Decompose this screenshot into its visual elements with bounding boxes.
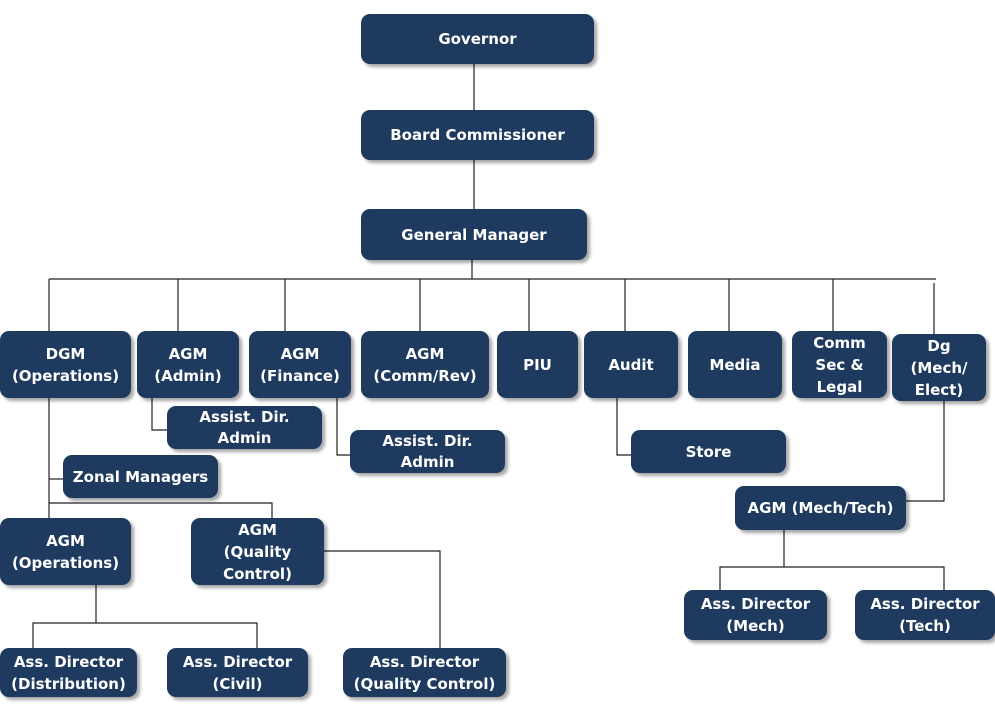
node-dg-mech-elect: Dg (Mech/ Elect) (892, 334, 986, 401)
node-label: Ass. Director (Distribution) (11, 652, 126, 693)
node-label: Ass. Director (Civil) (182, 652, 293, 693)
node-label: AGM (Comm/Rev) (373, 344, 477, 385)
node-label: AGM (Operations) (11, 531, 120, 572)
node-label: AGM (Mech/Tech) (747, 499, 894, 517)
node-general-manager: General Manager (361, 209, 587, 260)
node-label: Dg (Mech/ Elect) (910, 336, 968, 399)
node-agm-finance: AGM (Finance) (249, 331, 351, 398)
node-label: Board Commissioner (390, 126, 565, 144)
node-zonal-managers: Zonal Managers (63, 455, 218, 498)
node-governor: Governor (361, 14, 594, 64)
node-agm-comm-rev: AGM (Comm/Rev) (361, 331, 489, 398)
node-label: Zonal Managers (72, 467, 209, 486)
node-ass-dir-distribution: Ass. Director (Distribution) (0, 648, 137, 697)
node-agm-admin: AGM (Admin) (137, 331, 239, 398)
node-label: PIU (523, 355, 552, 374)
node-label: Comm Sec & Legal (813, 333, 866, 396)
node-agm-operations: AGM (Operations) (0, 518, 131, 585)
node-comm-sec-legal: Comm Sec & Legal (792, 331, 887, 398)
node-agm-quality-control: AGM (Quality Control) (191, 518, 324, 585)
node-ass-dir-tech: Ass. Director (Tech) (855, 590, 995, 640)
node-agm-mech-tech: AGM (Mech/Tech) (735, 486, 906, 530)
node-label: Governor (438, 30, 517, 48)
node-board-commissioner: Board Commissioner (361, 110, 594, 160)
node-label: Ass. Director (Mech) (700, 595, 811, 635)
node-ass-dir-civil: Ass. Director (Civil) (167, 648, 308, 697)
node-ass-dir-mech: Ass. Director (Mech) (684, 590, 827, 640)
node-label: AGM (Quality Control) (223, 520, 292, 583)
node-ass-dir-quality-control: Ass. Director (Quality Control) (343, 648, 506, 697)
node-dgm-operations: DGM (Operations) (0, 331, 131, 398)
node-label: Audit (608, 355, 654, 374)
node-label: Assist. Dir. Admin (199, 407, 290, 447)
node-label: General Manager (401, 225, 547, 244)
node-label: AGM (Admin) (154, 344, 222, 385)
node-label: Assist. Dir. Admin (382, 431, 473, 471)
node-label: AGM (Finance) (260, 344, 340, 385)
node-assist-dir-admin-1: Assist. Dir. Admin (167, 406, 322, 449)
node-label: DGM (Operations) (11, 344, 120, 385)
node-label: Ass. Director (Quality Control) (353, 652, 496, 693)
node-store: Store (631, 430, 786, 473)
node-label: Ass. Director (Tech) (870, 595, 980, 635)
node-label: Media (709, 355, 761, 374)
node-label: Store (685, 442, 732, 461)
node-assist-dir-admin-2: Assist. Dir. Admin (350, 430, 505, 473)
node-media: Media (688, 331, 782, 398)
node-piu: PIU (497, 331, 578, 398)
node-audit: Audit (584, 331, 678, 398)
